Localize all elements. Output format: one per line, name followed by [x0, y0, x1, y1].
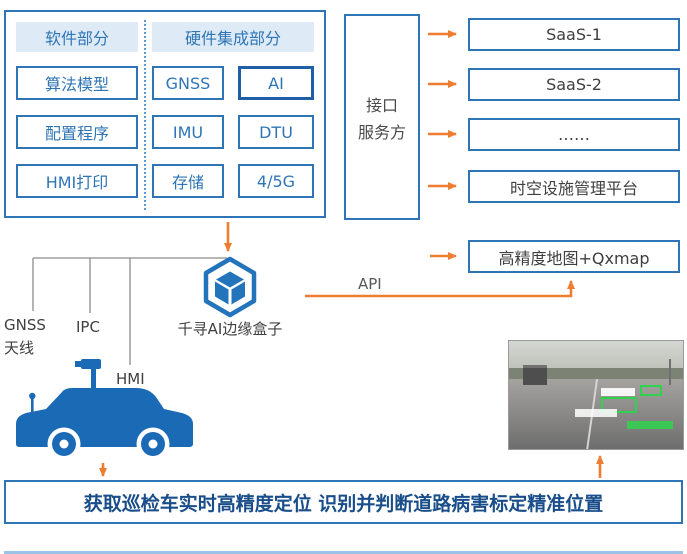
camera-lens-icon	[75, 361, 81, 367]
panel-divider	[144, 20, 146, 210]
front-hub-icon	[59, 439, 69, 449]
hardware-header: 硬件集成部分	[152, 22, 314, 52]
photo-treeline	[509, 368, 683, 379]
hardware-item-imu: IMU	[152, 115, 224, 149]
detection-label-1	[601, 388, 635, 396]
detection-box-2	[640, 385, 662, 396]
hmi-label: HMI	[116, 370, 145, 388]
service-saas-1: SaaS-1	[468, 18, 680, 51]
software-item-config-program: 配置程序	[16, 115, 138, 149]
edge-box-icon	[203, 256, 257, 318]
detection-label-3	[627, 421, 673, 429]
detection-label-2	[575, 409, 617, 417]
rear-hub-icon	[148, 439, 158, 449]
roof-camera-icon	[81, 359, 101, 369]
software-item-algorithm-model: 算法模型	[16, 66, 138, 100]
banner-text: 获取巡检车实时高精度定位 识别并判断道路病害标定精准位置	[83, 492, 604, 515]
service-spatiotemporal-platform: 时空设施管理平台	[468, 170, 680, 203]
api-arrow	[305, 280, 575, 298]
antenna-rod-icon	[31, 398, 34, 412]
camera-mast-icon	[91, 368, 96, 394]
hardware-item-dtu: DTU	[238, 115, 314, 149]
photo-truck	[523, 365, 547, 385]
software-item-hmi-print: HMI打印	[16, 164, 138, 198]
service-saas-2: SaaS-2	[468, 68, 680, 101]
hardware-item-gnss: GNSS	[152, 66, 224, 100]
hardware-item-ai: AI	[238, 66, 314, 100]
service-ellipsis: ……	[468, 118, 680, 151]
software-header: 软件部分	[16, 22, 138, 52]
photo-pole	[669, 359, 671, 385]
road-photo	[508, 340, 684, 450]
service-hd-map-qxmap: 高精度地图+Qxmap	[468, 240, 680, 273]
next-section-edge	[4, 551, 683, 554]
ipc-label: IPC	[76, 318, 100, 336]
interface-provider-line1: 接口	[365, 95, 398, 115]
interface-provider-line2: 服务方	[357, 122, 406, 142]
detection-box-1	[601, 397, 637, 413]
gnss-antenna-label-line2: 天线	[4, 339, 35, 357]
module-panel: 软件部分 硬件集成部分 算法模型 配置程序 HMI打印 GNSS AI IMU …	[4, 10, 326, 218]
hardware-item-storage: 存储	[152, 164, 224, 198]
gnss-antenna-label-line1: GNSS	[4, 316, 46, 334]
inspection-vehicle-icon	[16, 359, 193, 461]
gnss-antenna-label: GNSS 天线	[4, 314, 46, 360]
antenna-ball-icon	[29, 392, 36, 400]
hardware-item-45g: 4/5G	[238, 164, 314, 198]
bottom-banner: 获取巡检车实时高精度定位 识别并判断道路病害标定精准位置	[4, 480, 683, 524]
edge-box-label: 千寻AI边缘盒子	[177, 320, 283, 338]
interface-provider-box: 接口 服务方	[344, 14, 420, 220]
api-label: API	[358, 275, 382, 293]
